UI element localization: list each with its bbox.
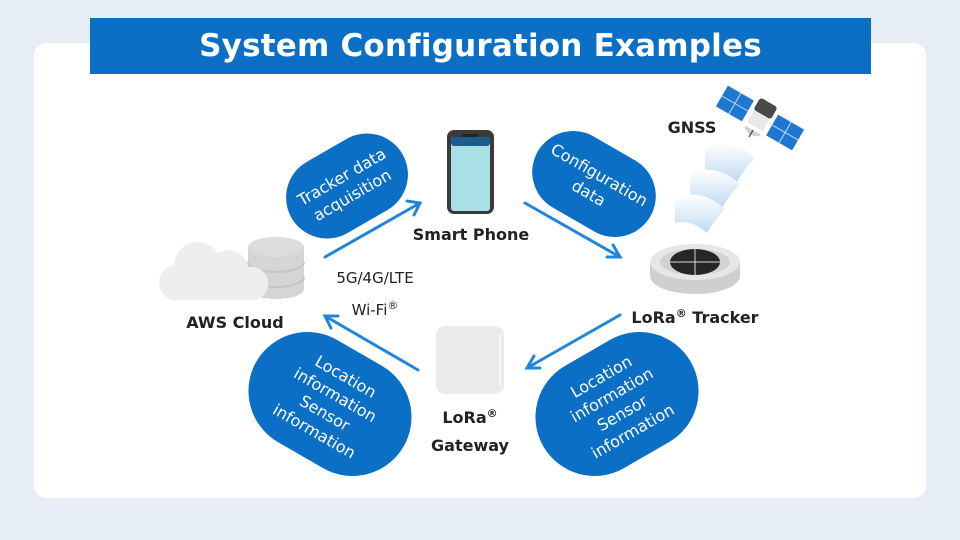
node-label-aws-cloud: AWS Cloud bbox=[186, 313, 284, 332]
arrow-gateway-to-cloud bbox=[322, 314, 420, 372]
arrow-cloud-to-phone bbox=[323, 199, 423, 259]
node-label-lora-tracker: LoRa® Tracker bbox=[625, 300, 765, 332]
gateway-label-main: LoRa bbox=[442, 408, 487, 427]
wifi-label-main: Wi-Fi bbox=[351, 301, 388, 319]
page-title: System Configuration Examples bbox=[199, 28, 762, 64]
registered-mark: ® bbox=[486, 407, 498, 420]
title-banner: System Configuration Examples bbox=[90, 18, 871, 74]
gnss-signal-icon bbox=[675, 143, 755, 233]
registered-mark: ® bbox=[387, 299, 399, 312]
arrow-tracker-to-gateway bbox=[524, 313, 622, 370]
smartphone-icon bbox=[447, 130, 494, 214]
network-label-cellular: 5G/4G/LTE bbox=[336, 269, 414, 287]
pill-text: Location information Sensor information bbox=[269, 345, 391, 464]
gateway-label-line1: LoRa® bbox=[420, 400, 520, 432]
tracker-label-rest: Tracker bbox=[686, 308, 759, 327]
tracker-device-icon bbox=[650, 244, 740, 294]
gateway-label-line2: Gateway bbox=[431, 436, 509, 455]
arrow-phone-to-tracker bbox=[523, 201, 623, 259]
node-label-gnss: GNSS bbox=[667, 118, 717, 137]
cloud-database-icon bbox=[159, 237, 305, 300]
pill-text: Location information Sensor information bbox=[556, 345, 678, 464]
satellite-icon bbox=[715, 85, 805, 151]
network-label: 5G/4G/LTE Wi-Fi® bbox=[320, 264, 430, 324]
gateway-device-icon bbox=[436, 326, 504, 394]
node-label-smart-phone: Smart Phone bbox=[412, 225, 530, 244]
registered-mark: ® bbox=[675, 307, 687, 320]
node-label-lora-gateway: LoRa® Gateway bbox=[420, 400, 520, 460]
network-label-wifi: Wi-Fi® bbox=[320, 292, 430, 324]
tracker-label-main: LoRa bbox=[631, 308, 676, 327]
